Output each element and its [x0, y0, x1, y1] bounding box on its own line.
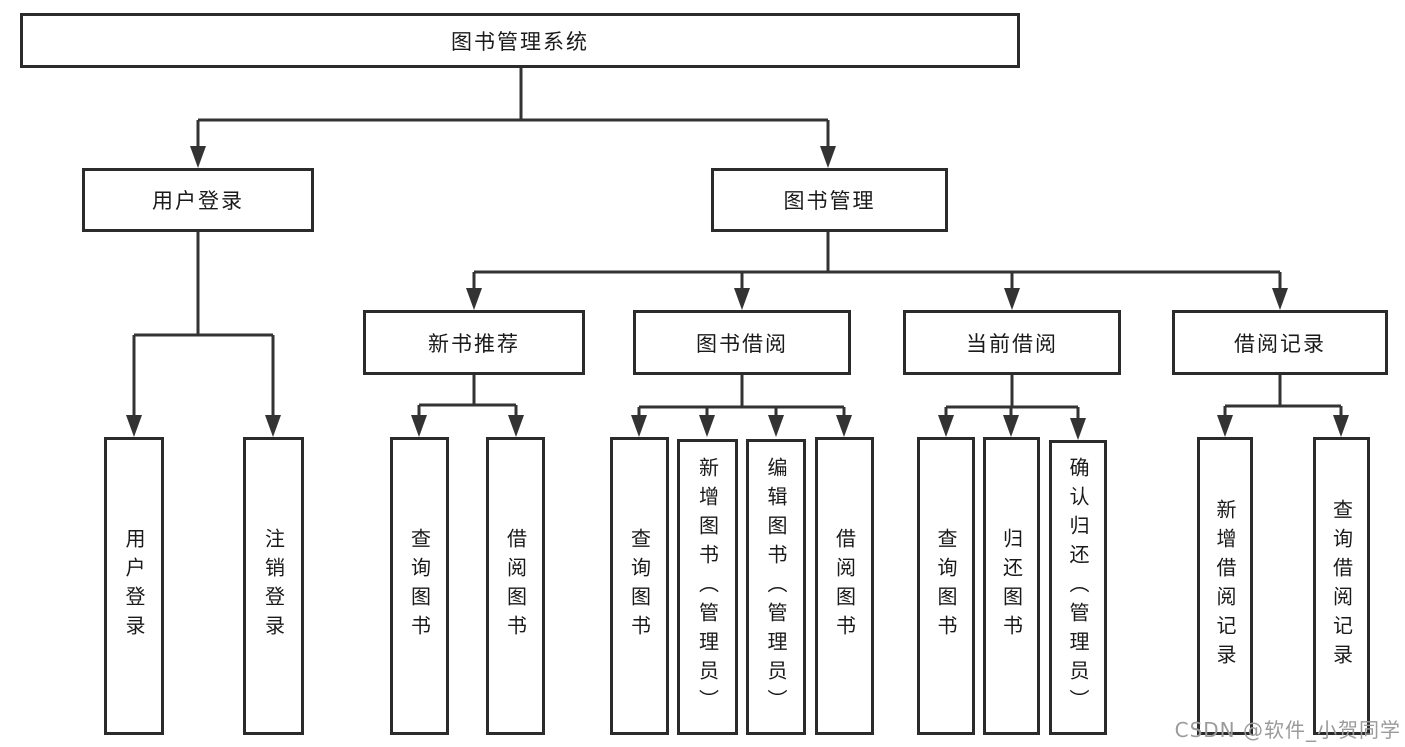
node-new-book-recommendation: 新书推荐 [363, 310, 585, 375]
node-borrow-books-borrowing: 借阅图书 [815, 437, 874, 735]
node-book-management: 图书管理 [711, 168, 948, 232]
node-user-login-leaf: 用户登录 [104, 437, 164, 735]
node-borrowing-records: 借阅记录 [1172, 310, 1388, 375]
watermark-text: CSDN @软件_小贺同学 [1174, 718, 1401, 742]
node-edit-book-admin: 编辑图书（管理员） [746, 439, 806, 735]
node-query-borrow-record: 查询借阅记录 [1313, 437, 1370, 735]
node-current-borrowing: 当前借阅 [903, 310, 1121, 375]
node-add-borrow-record: 新增借阅记录 [1197, 437, 1253, 735]
node-user-login: 用户登录 [82, 168, 314, 232]
node-confirm-return-admin: 确认归还（管理员） [1049, 440, 1107, 735]
node-book-borrowing: 图书借阅 [633, 310, 851, 375]
node-borrow-books-recommendation: 借阅图书 [486, 437, 545, 735]
node-query-books-recommendation: 查询图书 [390, 437, 449, 735]
node-add-book-admin: 新增图书（管理员） [677, 439, 738, 735]
node-logout-leaf: 注销登录 [243, 437, 304, 735]
node-library-management-system: 图书管理系统 [20, 13, 1020, 68]
node-query-books-borrowing: 查询图书 [610, 437, 669, 735]
node-query-books-current: 查询图书 [917, 437, 975, 735]
node-return-books: 归还图书 [983, 437, 1040, 735]
